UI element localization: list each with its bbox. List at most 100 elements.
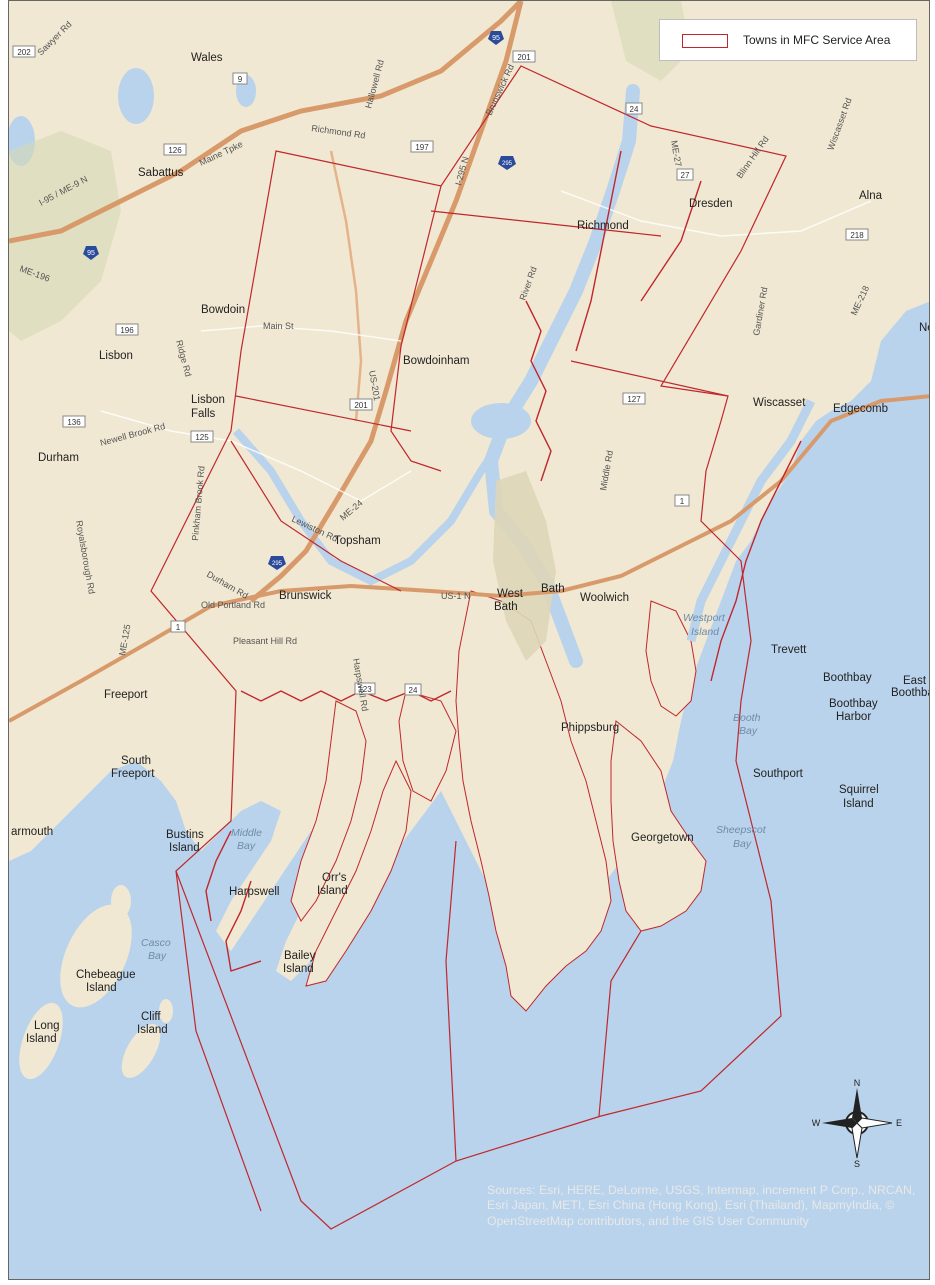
shield-i295-south: 295: [268, 556, 286, 570]
road-label-pleasant-hill-rd: Pleasant Hill Rd: [233, 636, 297, 646]
land-island-a: [111, 885, 131, 917]
place-long-island-2: Island: [26, 1033, 57, 1045]
place-boothbay-harbor-1: Boothbay: [829, 698, 878, 710]
shield-r125: [190, 430, 214, 443]
park-bath-area: [493, 471, 556, 661]
highway-us201: [329, 150, 363, 422]
road-local-2: [200, 325, 402, 342]
shield-i295-north: 295: [498, 156, 516, 170]
shield-text: 295: [272, 561, 283, 567]
place-southport: Southport: [753, 768, 804, 780]
boundary-bowdoin-bowdoinham: [390, 185, 442, 472]
shield-r126: [163, 143, 187, 156]
place-topsham: Topsham: [334, 535, 381, 547]
shield-r24b: [404, 683, 422, 696]
place-yarmouth: armouth: [11, 826, 53, 838]
place-lisbon: Lisbon: [99, 350, 133, 362]
place-georgetown: Georgetown: [631, 832, 694, 844]
place-ne: Ne: [919, 322, 930, 334]
place-freeport: Freeport: [104, 689, 148, 701]
water-casco-bay-2: Bay: [148, 950, 167, 962]
shield-r201-top: [512, 50, 536, 63]
shield-r9: [232, 72, 248, 85]
coast-detail-d: [640, 180, 702, 302]
place-squirrel-island-2: Island: [843, 798, 874, 810]
place-woolwich: Woolwich: [580, 592, 629, 604]
coast-detail-g: [225, 880, 262, 972]
road-label-us1: US-1 N: [441, 591, 471, 601]
shield-r196: [115, 323, 139, 336]
legend-swatch-service-area: [682, 34, 728, 48]
shield-r127: [622, 392, 646, 405]
legend-label: Towns in MFC Service Area: [743, 33, 891, 47]
shield-text: 196: [120, 326, 134, 335]
place-bailey-island-2: Island: [283, 963, 314, 975]
compass-n: N: [854, 1078, 861, 1088]
place-bustins-island-1: Bustins: [166, 829, 204, 841]
place-trevett: Trevett: [771, 644, 807, 656]
shield-r197: [410, 140, 434, 153]
place-sabattus: Sabattus: [138, 167, 184, 179]
place-edgecomb: Edgecomb: [833, 403, 888, 415]
water-westport-island-2: Island: [691, 626, 720, 638]
place-dresden: Dresden: [689, 198, 732, 210]
shield-text: 24: [630, 105, 639, 114]
water-sheepscot-bay-2: Bay: [733, 838, 752, 850]
shield-r27: [676, 168, 694, 181]
water-middle-bay-2: Bay: [237, 840, 256, 852]
shield-text: 126: [168, 146, 182, 155]
land-westport-island: [645, 600, 697, 717]
shield-r218: [845, 228, 869, 241]
boundary-brunswick-topsham: [230, 440, 402, 592]
land-island-b: [159, 999, 173, 1023]
shield-text: 1: [680, 497, 685, 506]
map-canvas[interactable]: 95 95 295 295 202 9 126 197 201 24 27 21…: [9, 1, 930, 1280]
place-bowdoinham: Bowdoinham: [403, 355, 469, 367]
water-booth-bay-2: Bay: [739, 725, 758, 737]
place-west-bath-1: West: [497, 588, 524, 600]
place-durham: Durham: [38, 452, 79, 464]
shield-r201: [349, 398, 373, 411]
road-label-main-st: Main St: [263, 321, 294, 331]
place-phippsburg: Phippsburg: [561, 722, 619, 734]
water-middle-bay-1: Middle: [231, 827, 262, 839]
place-boothbay: Boothbay: [823, 672, 872, 684]
shield-r202: [12, 45, 36, 58]
shield-r1-east: [674, 494, 690, 507]
boundary-richmond-south: [430, 210, 662, 237]
shield-text: 218: [850, 231, 864, 240]
lake-merrymeeting-bay: [471, 403, 531, 439]
shield-text: 136: [67, 418, 81, 427]
road-local-1: [100, 410, 412, 502]
place-bowdoin: Bowdoin: [201, 304, 245, 316]
map-attribution: Sources: Esri, HERE, DeLorme, USGS, Inte…: [487, 1183, 916, 1228]
shield-text: 27: [681, 171, 690, 180]
land-sebascodegan-island: [398, 690, 457, 802]
highway-i95-maine-tpke: [9, 1, 523, 244]
place-brunswick: Brunswick: [279, 590, 332, 602]
shield-text: 95: [492, 35, 500, 42]
place-orrs-island-1: Orr's: [322, 872, 347, 884]
water-westport-island-1: Westport: [683, 612, 726, 624]
water-booth-bay-1: Booth: [733, 712, 761, 724]
shield-text: 95: [87, 250, 95, 257]
boundary-phippsburg-georgetown: [598, 930, 642, 1117]
shield-r136: [62, 415, 86, 428]
compass-s: S: [854, 1159, 860, 1168]
land-cliff-island: [121, 1024, 161, 1078]
boundary-dresden-south: [570, 360, 729, 397]
park-forest-west: [9, 131, 121, 341]
shield-r24: [625, 102, 643, 115]
road-local-3: [560, 190, 872, 237]
coast-detail-f: [205, 830, 232, 922]
water-casco-bay-1: Casco: [141, 937, 171, 949]
shield-text: 127: [627, 395, 641, 404]
lake-sabattus: [118, 68, 154, 124]
land-chebeague-island: [60, 904, 132, 1008]
place-wales: Wales: [191, 52, 223, 64]
place-east-boothbay-1: East: [903, 675, 927, 687]
map-legend: Towns in MFC Service Area: [659, 19, 917, 61]
land-long-island: [19, 1002, 63, 1080]
shield-text: 201: [354, 401, 368, 410]
shield-i95-north: 95: [488, 31, 504, 45]
